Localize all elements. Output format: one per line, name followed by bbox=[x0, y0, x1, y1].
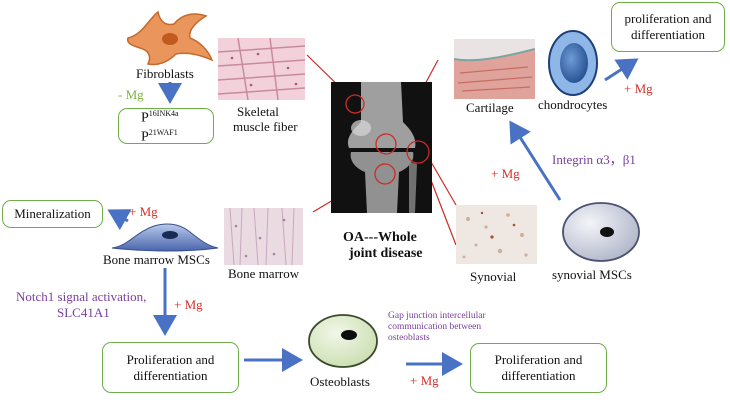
cartilage-image bbox=[454, 39, 535, 99]
skeletal-label-1: Skeletal bbox=[237, 104, 279, 119]
p16-p21-box: P16INK4a P21WAF1 bbox=[118, 108, 214, 144]
bone-marrow-msc-icon bbox=[111, 223, 219, 252]
chondrocyte-icon bbox=[548, 30, 598, 96]
bone-marrow-label: Bone marrow bbox=[228, 266, 300, 281]
gap-label-2: communication between bbox=[388, 322, 482, 332]
osteoblast-icon bbox=[308, 314, 378, 368]
fibroblasts-label: Fibroblasts bbox=[136, 66, 194, 81]
proliferation-left-box: Proliferation and differentiation bbox=[102, 342, 239, 393]
integrin-label: Integrin α3，β1 bbox=[552, 152, 636, 167]
fibroblast-icon bbox=[126, 10, 214, 66]
cartilage-label: Cartilage bbox=[466, 100, 514, 115]
skeletal-label-2: muscle fiber bbox=[233, 119, 298, 134]
oa-label-1: OA---Whole bbox=[343, 230, 417, 245]
blue-arrows bbox=[107, 58, 639, 376]
synovial-image bbox=[456, 205, 537, 264]
bone-marrow-image bbox=[224, 208, 303, 265]
synovial-mscs-label: synovial MSCs bbox=[552, 267, 632, 282]
notch-label-1: Notch1 signal activation, bbox=[16, 289, 147, 304]
mineralization-box: Mineralization bbox=[2, 200, 103, 228]
mg-osteo-label: + Mg bbox=[410, 373, 439, 388]
proliferation-right-box: Proliferation and differentiation bbox=[470, 343, 607, 393]
gap-label-1: Gap junction intercellular bbox=[388, 311, 486, 321]
synovial-msc-icon bbox=[562, 202, 640, 262]
mg-synovial-label: + Mg bbox=[491, 166, 520, 181]
skeletal-muscle-image bbox=[218, 38, 305, 100]
notch-label-2: SLC41A1 bbox=[57, 305, 110, 320]
proliferation-top-box: proliferation and differentiation bbox=[611, 2, 725, 52]
osteoblasts-label: Osteoblasts bbox=[310, 374, 370, 389]
chondrocytes-label: chondrocytes bbox=[538, 97, 608, 112]
minus-mg-label: - Mg bbox=[118, 87, 144, 102]
mg-notch-label: + Mg bbox=[174, 297, 203, 312]
mg-chondro-label: + Mg bbox=[624, 81, 653, 96]
synovial-label: Synovial bbox=[470, 269, 517, 284]
bm-mscs-label: Bone marrow MSCs bbox=[103, 252, 210, 267]
oa-label-2: joint disease bbox=[349, 246, 423, 261]
p21-marker: P21WAF1 bbox=[141, 128, 178, 145]
mg-mineral-label: + Mg bbox=[129, 204, 158, 219]
gap-label-3: osteoblasts bbox=[388, 333, 430, 343]
p16-marker: P16INK4a bbox=[141, 109, 179, 126]
knee-xray-image bbox=[331, 82, 432, 213]
